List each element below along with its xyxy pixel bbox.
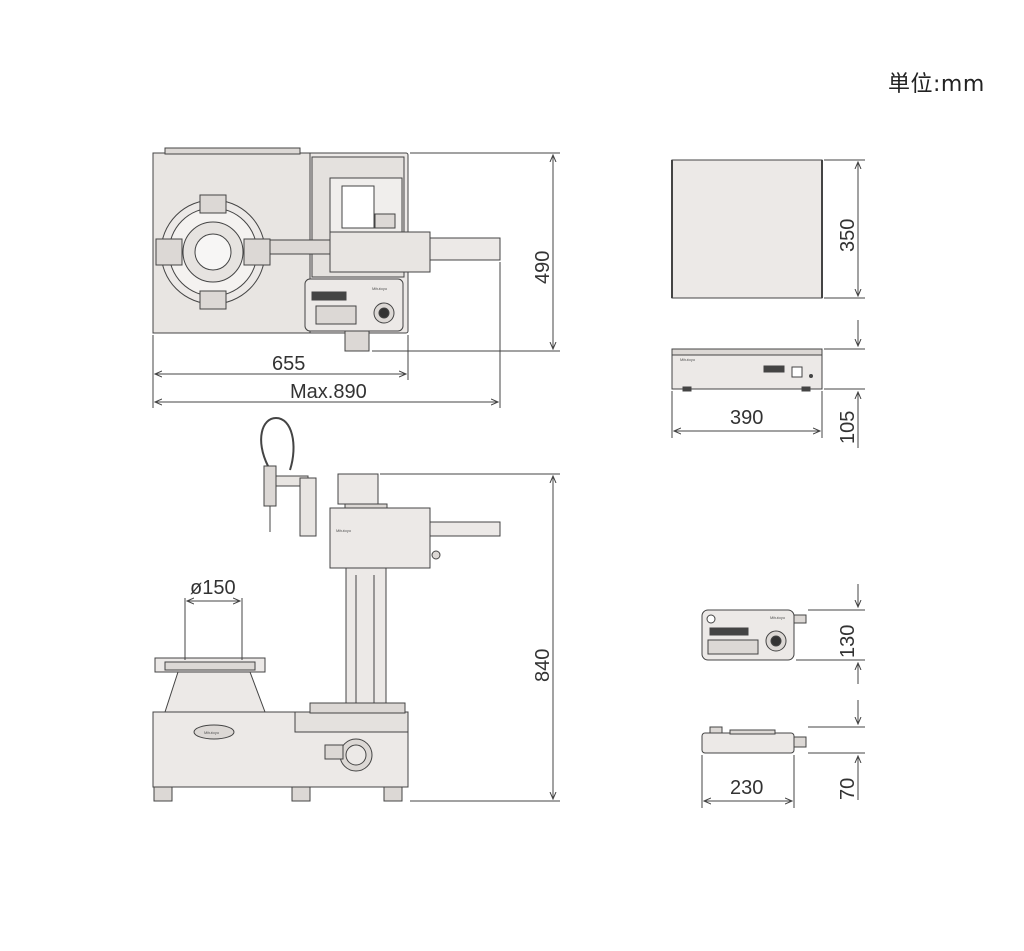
unit-label: 単位:mm: [888, 72, 985, 97]
main-unit-side-view: [152, 416, 501, 802]
controller-front-view: [671, 348, 823, 392]
dim-main-width: 655: [272, 353, 305, 375]
dim-remote-side-height: 70: [837, 778, 859, 800]
main-side-brand: Mitutoyo: [204, 730, 220, 735]
controller-front-dim-lines: [671, 320, 865, 448]
dim-remote-height: 130: [837, 625, 859, 658]
dim-main-depth: 490: [532, 251, 554, 284]
main-side-dim-lines: [184, 473, 560, 802]
controller-top-dim-lines: [824, 159, 865, 299]
dim-controller-height: 105: [837, 411, 859, 444]
controller-front-brand: Mitutoyo: [680, 357, 696, 362]
remote-front-view: [701, 609, 807, 661]
dim-main-height: 840: [532, 649, 554, 682]
dim-table-diameter: ø150: [190, 577, 236, 599]
dim-remote-width: 230: [730, 777, 763, 799]
controller-top-view: [671, 159, 823, 299]
dim-main-max-width: Max.890: [290, 381, 367, 403]
remote-brand: Mitutoyo: [770, 615, 786, 620]
remote-side-dim-lines: [701, 700, 865, 808]
main-unit-top-view: [152, 147, 501, 352]
main-top-dim-lines: [152, 152, 560, 408]
main-top-brand: Mitutoyo: [372, 286, 388, 291]
dim-controller-depth: 350: [837, 219, 859, 252]
remote-side-view: [701, 726, 807, 754]
remote-front-dim-lines: [796, 584, 865, 684]
main-side-arm-brand: Mitutoyo: [336, 528, 352, 533]
dim-controller-width: 390: [730, 407, 763, 429]
